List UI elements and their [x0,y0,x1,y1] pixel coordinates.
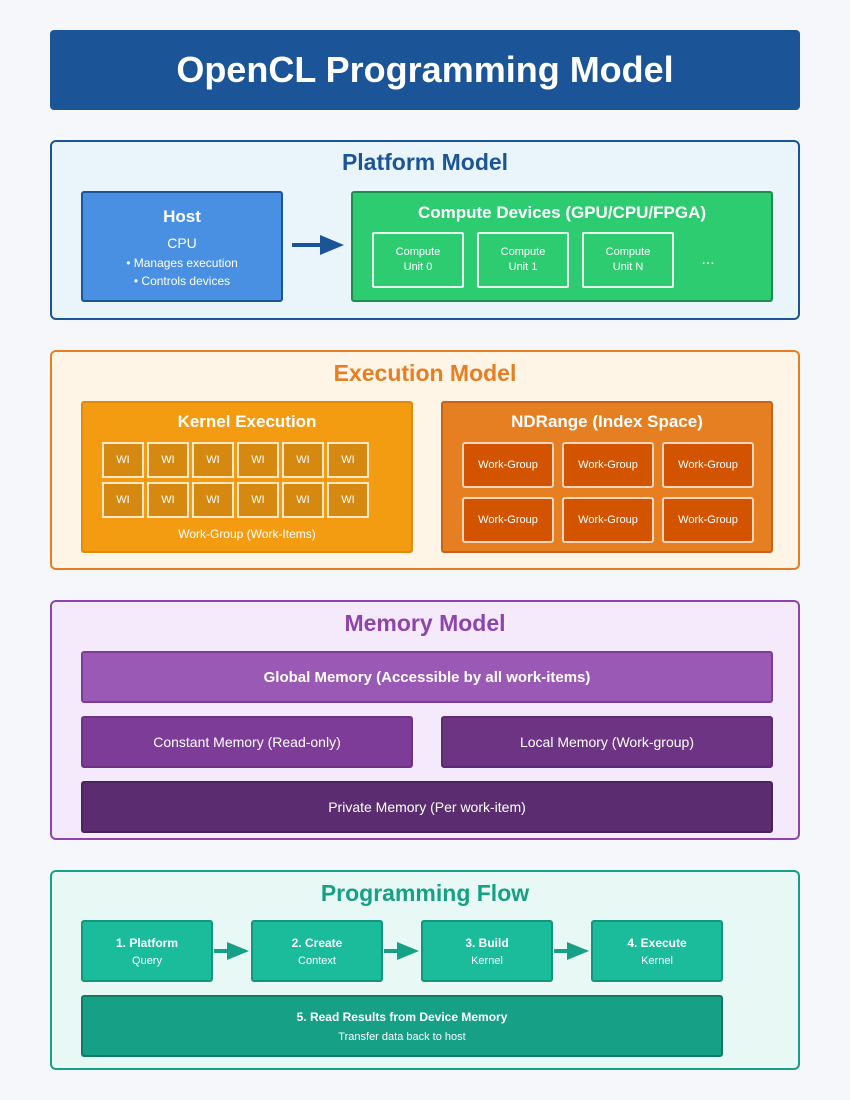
work-group-caption: Work-Group (Work-Items) [178,527,316,541]
programming-flow-title: Programming Flow [320,880,530,906]
platform-model-title: Platform Model [341,149,509,175]
work-item-cell: WI [282,442,324,478]
compute-unit-id: Unit 1 [508,261,538,273]
flow-step-title: 2. Create [291,935,343,950]
compute-unit: Compute Unit 0 [372,232,464,288]
read-results-title: 5. Read Results from Device Memory [296,1009,508,1024]
work-group-cell: Work-Group [562,442,654,488]
flow-arrow-icon [554,942,589,960]
host-bullet: • Controls devices [133,274,231,288]
read-results-subtitle: Transfer data back to host [338,1030,466,1043]
work-group-cell: Work-Group [662,497,754,543]
host-title: Host [163,207,201,226]
compute-unit-label: Compute [395,246,441,258]
flow-step-subtitle: Context [298,954,336,967]
work-item-cell: WI [327,482,369,518]
work-item-cell: WI [237,442,279,478]
work-item-cell: WI [147,482,189,518]
ndrange-title: NDRange (Index Space) [511,412,703,431]
work-item-cell: WI [102,482,144,518]
work-item-cell: WI [192,442,234,478]
work-group-cell: Work-Group [662,442,754,488]
flow-arrow-icon [214,942,249,960]
flow-step-subtitle: Query [132,954,162,967]
flow-step-title: 1. Platform [115,935,178,950]
local-memory-box: Local Memory (Work-group) [441,716,773,768]
host-bullet: • Manages execution [126,256,238,270]
private-memory-box: Private Memory (Per work-item) [81,781,773,833]
compute-units-ellipsis: ... [701,251,715,268]
flow-step: 4. Execute Kernel [591,920,723,982]
title-banner: OpenCL Programming Model [50,30,800,110]
work-item-cell: WI [282,482,324,518]
compute-devices-box: Compute Devices (GPU/CPU/FPGA) Compute U… [351,191,773,302]
work-item-cell: WI [147,442,189,478]
work-group-cell: Work-Group [562,497,654,543]
read-results-box: 5. Read Results from Device Memory Trans… [81,995,723,1057]
global-memory-box: Global Memory (Accessible by all work-it… [81,651,773,703]
work-item-cell: WI [102,442,144,478]
kernel-execution-title: Kernel Execution [177,412,317,431]
flow-arrow-icon [384,942,419,960]
arrow-right-icon [292,235,344,255]
flow-step: 1. Platform Query [81,920,213,982]
memory-model-title: Memory Model [344,610,506,636]
programming-flow-section: Programming Flow 1. Platform Query 2. Cr… [50,870,800,1070]
work-group-cell: Work-Group [462,497,554,543]
flow-step: 2. Create Context [251,920,383,982]
flow-step-subtitle: Kernel [471,954,503,967]
compute-unit-label: Compute [605,246,651,258]
flow-step-title: 3. Build [465,935,509,950]
compute-unit: Compute Unit N [582,232,674,288]
compute-unit-id: Unit N [612,261,644,273]
compute-unit: Compute Unit 1 [477,232,569,288]
platform-model-section: Platform Model Host CPU • Manages execut… [50,140,800,320]
flow-step-subtitle: Kernel [641,954,673,967]
work-group-cell: Work-Group [462,442,554,488]
compute-devices-title: Compute Devices (GPU/CPU/FPGA) [417,203,707,222]
compute-unit-label: Compute [500,246,546,258]
execution-model-title: Execution Model [333,360,517,386]
host-subtitle: CPU [167,235,197,251]
work-item-cell: WI [237,482,279,518]
page-title: OpenCL Programming Model [176,49,674,90]
work-item-cell: WI [192,482,234,518]
constant-memory-box: Constant Memory (Read-only) [81,716,413,768]
work-item-cell: WI [327,442,369,478]
flow-step-title: 4. Execute [627,935,687,950]
memory-model-section: Memory Model Global Memory (Accessible b… [50,600,800,840]
compute-unit-id: Unit 0 [403,261,433,273]
flow-step: 3. Build Kernel [421,920,553,982]
host-box: Host CPU • Manages execution • Controls … [81,191,283,302]
